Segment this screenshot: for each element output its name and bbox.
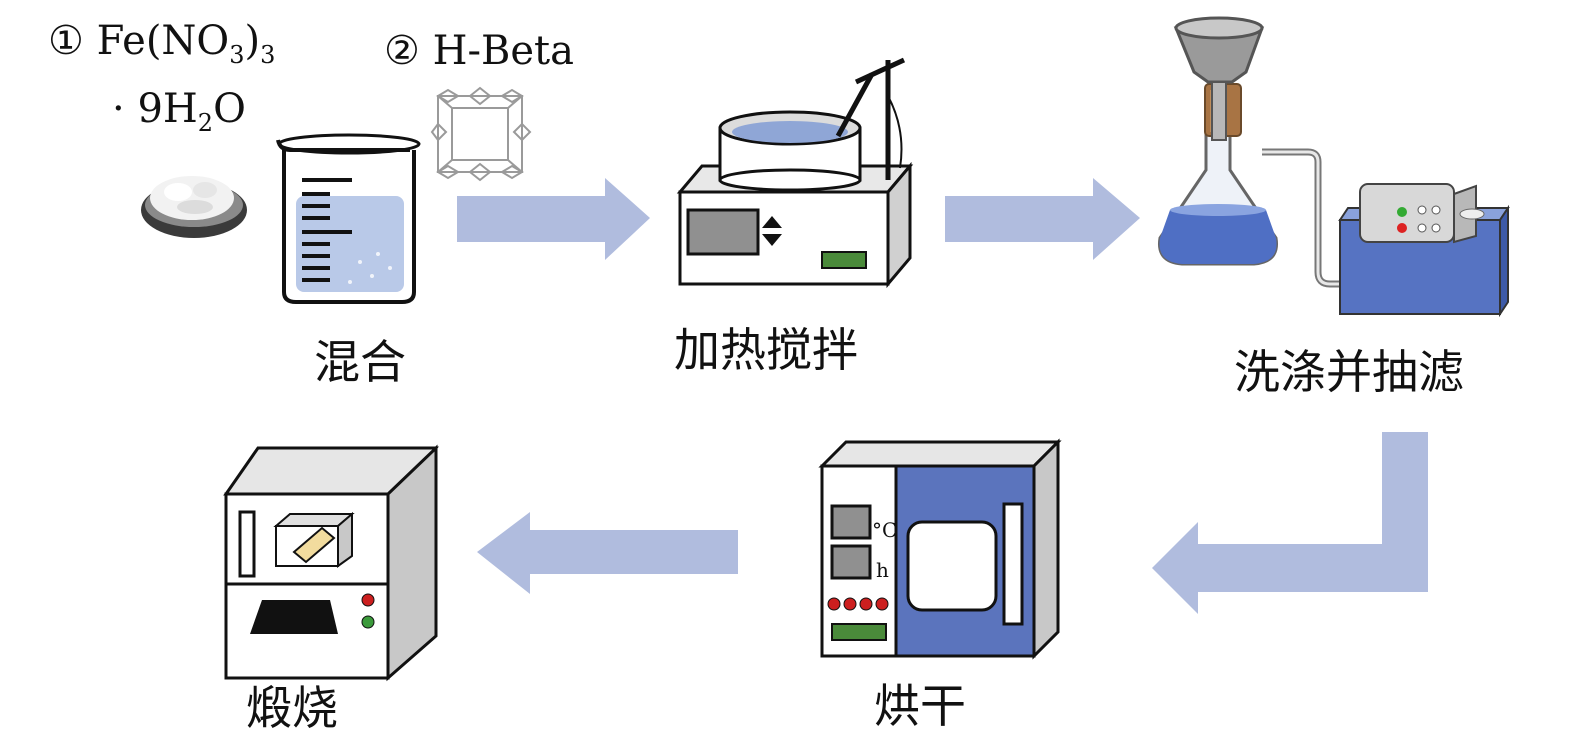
reagent-1-hydrate-label: · 9H2O [112, 86, 246, 137]
oven-time-unit: h [876, 558, 889, 582]
heating-stirrer-icon [676, 57, 914, 289]
zeolite-framework-icon [430, 86, 532, 182]
reagent-1-label: ① Fe(NO3)3 [48, 18, 275, 69]
hydrate-dot: · [112, 86, 125, 132]
step-label-mix: 混合 [314, 335, 406, 389]
reagent-2-marker: ② [384, 28, 420, 74]
arrow-wash-to-dry [1152, 432, 1428, 614]
step-label-wash-filter: 洗涤并抽滤 [1234, 345, 1464, 399]
arrow-dry-to-calcine [477, 512, 738, 594]
reagent-1-marker: ① [48, 18, 84, 64]
arrow-mix-to-heat [457, 178, 650, 260]
step-label-calcine: 煅烧 [246, 681, 338, 735]
step-label-heat-stir: 加热搅拌 [674, 323, 858, 377]
suction-filtration-icon [1157, 16, 1510, 318]
drying-oven-icon [818, 438, 1062, 660]
muffle-furnace-icon [223, 444, 439, 682]
hydrate-formula: 9H2O [137, 86, 246, 137]
reagent-1-formula: Fe(NO3)3 [96, 18, 276, 69]
oven-temp-unit: °C [872, 518, 898, 542]
reagent-2-name: H-Beta [432, 28, 574, 74]
reagent-2-label: ② H-Beta [384, 28, 574, 74]
arrow-heat-to-wash [945, 178, 1140, 260]
step-label-dry: 烘干 [874, 679, 966, 733]
beaker-icon [276, 133, 421, 304]
salt-dish-icon [141, 176, 247, 238]
